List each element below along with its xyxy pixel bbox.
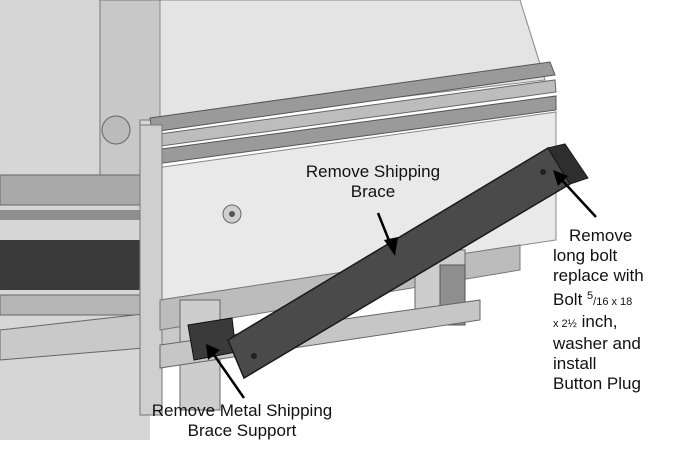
arrow-support-line bbox=[210, 351, 246, 399]
shipping-brace-end bbox=[547, 143, 589, 185]
cabinet-rail-shadow bbox=[0, 210, 150, 220]
callout-metal-support-line1: Remove Metal Shipping bbox=[151, 401, 333, 420]
callout-shipping-brace-line1: Remove Shipping bbox=[305, 162, 441, 181]
bolt-line1: Remove bbox=[569, 226, 633, 245]
arrowhead-support bbox=[206, 344, 220, 360]
arrowhead-brace bbox=[384, 237, 398, 256]
cabinet-port bbox=[101, 115, 131, 145]
cabinet-dark-base bbox=[0, 240, 150, 290]
callout-metal-support-line2: Brace Support bbox=[187, 421, 297, 440]
arrow-bolt-line bbox=[559, 177, 597, 218]
bolt-line8: Button Plug bbox=[553, 374, 641, 393]
callout-shipping-brace: Remove Shipping Brace bbox=[268, 162, 478, 202]
panel-knob-center bbox=[229, 211, 235, 217]
cabinet-lower-rail bbox=[0, 294, 151, 316]
corner-post bbox=[139, 124, 163, 416]
arrowheads bbox=[206, 170, 568, 360]
brace-bolt-left bbox=[251, 353, 257, 359]
arrowhead-bolt bbox=[553, 170, 568, 186]
bolt-line2: long bolt bbox=[553, 246, 618, 265]
bolt-frac-num: 5 bbox=[587, 290, 594, 302]
brace-bolt-right bbox=[540, 169, 546, 175]
bolt-line4: Bolt 5/16 x 18 bbox=[553, 286, 689, 312]
cabinet-rail bbox=[0, 174, 151, 206]
bolt-line6: washer and bbox=[553, 334, 641, 353]
bolt-line7: install bbox=[553, 354, 597, 373]
callout-shipping-brace-line2: Brace bbox=[350, 182, 396, 201]
callout-metal-support: Remove Metal Shipping Brace Support bbox=[92, 401, 392, 441]
bolt-inch: inch, bbox=[576, 312, 618, 331]
bolt-line3: replace with bbox=[553, 266, 644, 285]
upper-cover bbox=[159, 0, 546, 126]
bolt-word: Bolt bbox=[553, 290, 588, 309]
bolt-frac-den: /16 x 18 bbox=[593, 296, 633, 308]
bolt-dim: x 2½ bbox=[553, 318, 577, 330]
callout-long-bolt: Remove long bolt replace with Bolt 5/16 … bbox=[553, 226, 689, 394]
bolt-line5: x 2½ inch, bbox=[553, 312, 689, 334]
